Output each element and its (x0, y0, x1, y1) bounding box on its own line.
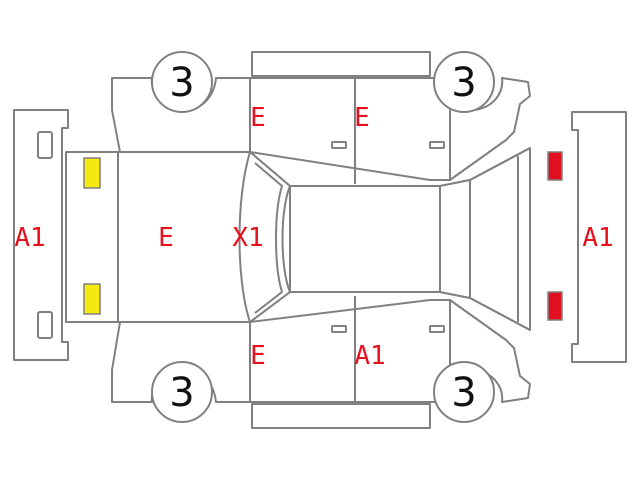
code-hood: E (158, 223, 174, 253)
svg-text:3: 3 (451, 60, 476, 106)
front-lamp-lower-marker (83, 283, 101, 315)
svg-text:3: 3 (169, 60, 194, 106)
body-top-view (65, 147, 531, 331)
front-bumper (13, 109, 69, 361)
code-windshield-pillar: X1 (232, 223, 263, 253)
code-front-bumper: A1 (14, 223, 45, 253)
lower-roof-rail (251, 403, 431, 429)
wheel-rear-left: 3 (433, 51, 495, 113)
wheel-rear-right: 3 (433, 361, 495, 423)
rear-bumper (571, 111, 627, 363)
svg-text:3: 3 (169, 370, 194, 416)
code-upper-front-panel: E (250, 103, 266, 133)
rear-lamp-upper-marker (547, 151, 563, 181)
svg-text:3: 3 (451, 370, 476, 416)
wheel-front-left: 3 (151, 51, 213, 113)
code-upper-rear-panel: E (354, 103, 370, 133)
rear-lamp-lower-marker (547, 291, 563, 321)
wheel-front-right: 3 (151, 361, 213, 423)
code-lower-front-panel: E (250, 341, 266, 371)
front-lamp-upper-marker (83, 157, 101, 189)
upper-roof-rail (251, 51, 431, 77)
code-lower-rear-panel: A1 (354, 341, 385, 371)
code-rear-bumper: A1 (582, 223, 613, 253)
